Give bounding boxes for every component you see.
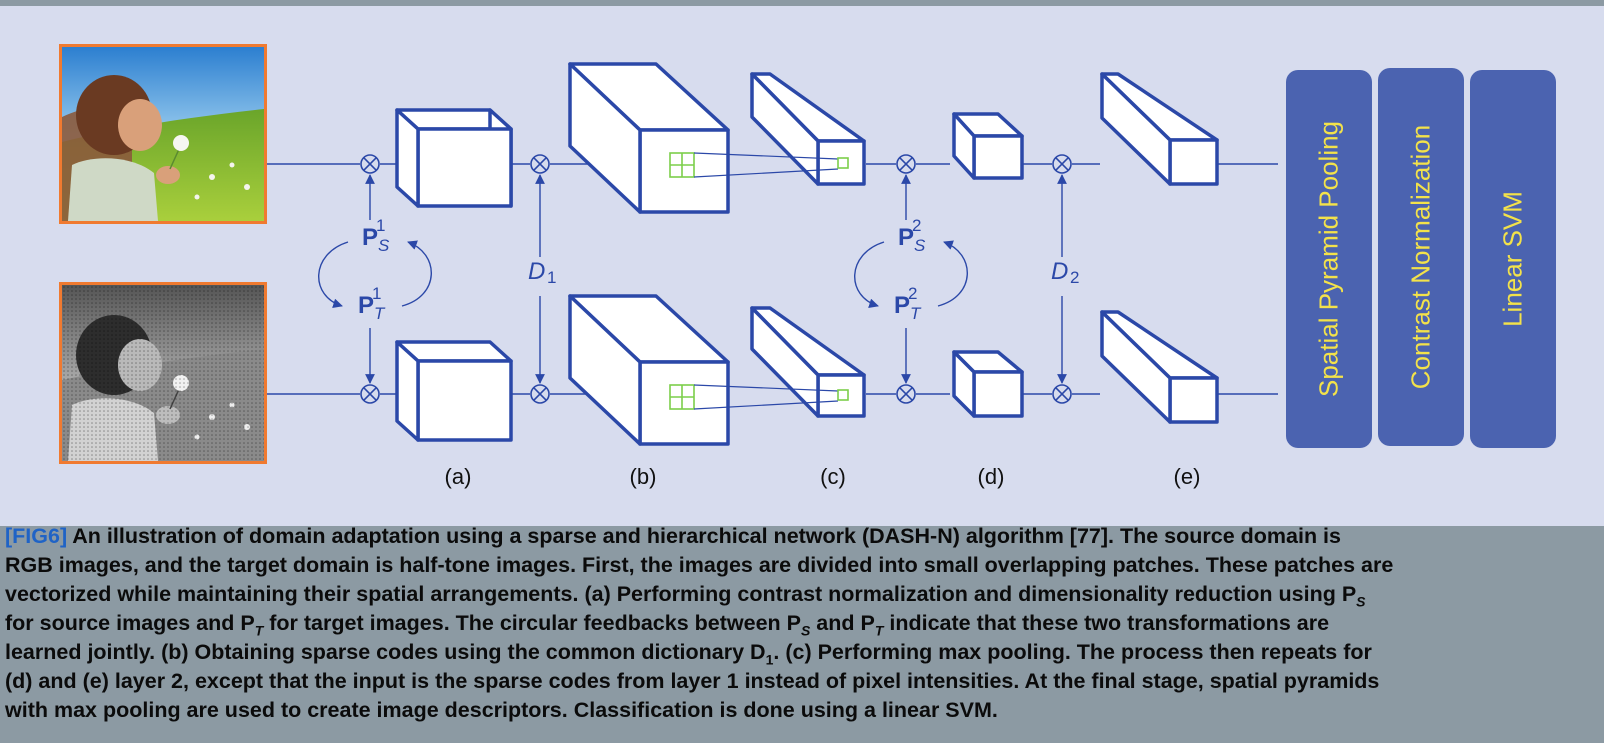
stage-label-c: (c)	[820, 464, 846, 489]
pooling-mapping-lines	[693, 152, 839, 410]
figure-tag: [FIG6]	[5, 524, 68, 548]
projection-pt2-label: P 2 T	[894, 284, 921, 323]
multiplier-node	[360, 154, 380, 174]
target-halftone-image	[59, 282, 267, 464]
panel-label: Linear SVM	[1497, 191, 1528, 327]
multiplier-node	[896, 154, 916, 174]
multiplier-node	[1052, 384, 1072, 404]
stage-label-a: (a)	[444, 464, 472, 489]
panel-label: Contrast Normalization	[1405, 124, 1436, 390]
stage-label-e: (e)	[1173, 464, 1201, 489]
sparse-code-block-b-bottom	[568, 294, 730, 446]
feature-block-a-top	[395, 108, 513, 208]
caption-line: (d) and (e) layer 2, except that the inp…	[5, 669, 1380, 693]
multiplier-node	[1052, 154, 1072, 174]
figure-caption: [FIG6] An illustration of domain adaptat…	[5, 522, 1603, 725]
projection-pt1-label: P 1 T	[358, 284, 385, 323]
caption-line: for source images and PT for target imag…	[5, 611, 1330, 639]
projection-arrows	[365, 174, 911, 384]
feature-block-d-top	[952, 112, 1024, 180]
multiplier-node	[530, 384, 550, 404]
patch-grid	[669, 152, 695, 410]
feedback-arcs-layer1	[318, 240, 432, 309]
contrast-normalization-panel: Contrast Normalization	[1378, 68, 1464, 446]
projection-ps2-label: P 2 S	[898, 216, 926, 255]
multiplier-node	[360, 384, 380, 404]
feature-block-d-bottom	[952, 350, 1024, 418]
linear-svm-panel: Linear SVM	[1470, 70, 1556, 448]
source-rgb-image	[59, 44, 267, 224]
spatial-pyramid-pooling-panel: Spatial Pyramid Pooling	[1286, 70, 1372, 448]
dictionary-d2-label: D 2	[1051, 258, 1080, 287]
panel-label: Spatial Pyramid Pooling	[1313, 120, 1344, 398]
feedback-arcs-layer2	[854, 240, 968, 309]
network-diagram	[265, 62, 1278, 446]
sparse-code-block-b-top	[568, 62, 730, 214]
caption-line: [FIG6] An illustration of domain adaptat…	[5, 524, 1341, 548]
dictionary-d1-label: D 1	[528, 258, 557, 287]
pooled-unit	[837, 157, 849, 401]
multiplier-node	[896, 384, 916, 404]
figure-area: P 1 S P 1 T P 2 S P 2 T D 1 D 2 (a) (b) …	[0, 6, 1604, 526]
pooled-block-e-top	[1100, 72, 1219, 186]
caption-line: learned jointly. (b) Obtaining sparse co…	[5, 640, 1372, 668]
caption-line: vectorized while maintaining their spati…	[5, 582, 1366, 610]
caption-line: RGB images, and the target domain is hal…	[5, 553, 1394, 577]
projection-ps1-label: P 1 S	[362, 216, 390, 255]
dictionary-arrows	[535, 174, 1067, 384]
multiplier-node	[530, 154, 550, 174]
pooled-block-e-bottom	[1100, 310, 1219, 424]
stage-label-d: (d)	[977, 464, 1005, 489]
stage-label-b: (b)	[629, 464, 657, 489]
caption-line: with max pooling are used to create imag…	[5, 698, 998, 722]
feature-block-a-bottom	[395, 340, 513, 442]
multiplier-nodes	[360, 154, 1072, 404]
